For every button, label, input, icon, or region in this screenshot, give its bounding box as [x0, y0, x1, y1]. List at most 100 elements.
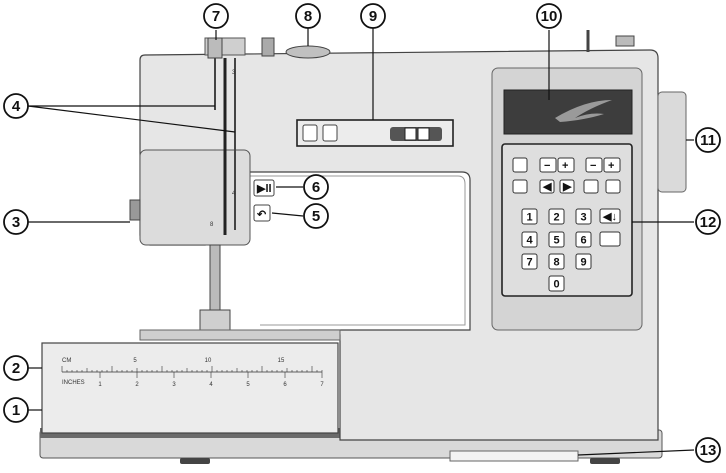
- callout-5: 5: [303, 203, 329, 229]
- right-arrow-icon: ▶: [562, 181, 572, 193]
- spool-right: [615, 35, 635, 47]
- callout-label-4: 4: [12, 98, 21, 115]
- thread-cutter: [129, 199, 141, 221]
- digit-key-label-2: 2: [553, 212, 559, 224]
- thread-mark-3: 3: [232, 70, 236, 76]
- left-arrow-icon: ◀: [542, 181, 552, 193]
- right-arrow-button[interactable]: [559, 179, 575, 194]
- arm-opening-outline: [250, 175, 466, 326]
- callout-label-11: 11: [700, 132, 716, 149]
- digit-key-label-4: 4: [526, 235, 533, 247]
- ruler-inch-label: INCHES: [62, 380, 85, 386]
- ruler-inch-tick-label: 7: [320, 382, 324, 388]
- callout-label-2: 2: [12, 360, 20, 377]
- extension-table: [41, 342, 339, 434]
- digit-key-5[interactable]: [548, 231, 565, 248]
- save-button[interactable]: [512, 179, 528, 194]
- foot-right: [590, 458, 620, 464]
- accessory-slot: [449, 450, 579, 462]
- start-stop-button[interactable]: [253, 179, 275, 197]
- width-minus-label: −: [544, 160, 550, 172]
- callout-7: 7: [203, 3, 229, 29]
- digit-key-2[interactable]: [548, 208, 565, 225]
- digit-key-0[interactable]: [548, 275, 565, 292]
- speed-slider-knob-2[interactable]: [417, 127, 430, 141]
- callout-12: 12: [695, 209, 721, 235]
- start-stop-icon: ▶ll: [256, 183, 272, 195]
- callout-label-3: 3: [12, 214, 20, 231]
- width-plus-button[interactable]: [557, 157, 575, 173]
- callout-label-1: 1: [12, 402, 20, 419]
- needle-head-face: [139, 149, 251, 246]
- callout-leaders: [27, 28, 695, 456]
- digit-key-1[interactable]: [521, 208, 538, 225]
- strip-button-2[interactable]: [322, 124, 338, 142]
- digit-key-3[interactable]: [575, 208, 592, 225]
- width-minus-button[interactable]: [539, 157, 557, 173]
- reverse-button[interactable]: [253, 204, 271, 222]
- length-minus-button[interactable]: [585, 157, 603, 173]
- mirror-button[interactable]: [583, 179, 599, 194]
- ruler-inch-ticks: 1 2 3 4 5 6 7: [98, 372, 324, 388]
- digit-key-label-7: 7: [526, 257, 532, 269]
- callout-label-7: 7: [212, 8, 220, 25]
- needle-bar: [209, 244, 221, 316]
- foot-left: [180, 458, 210, 464]
- mode-button[interactable]: [512, 157, 528, 173]
- callout-11: 11: [695, 127, 721, 153]
- ruler-cm-tick-label: 10: [205, 358, 212, 364]
- callout-1: 1: [3, 397, 29, 423]
- width-plus-label: +: [562, 160, 568, 172]
- length-plus-button[interactable]: [603, 157, 621, 173]
- ruler-inch-tick-label: 2: [135, 382, 139, 388]
- callout-label-13: 13: [700, 442, 717, 459]
- callout-9: 9: [360, 3, 386, 29]
- digit-key-label-3: 3: [580, 212, 586, 224]
- ruler-cm-tick-label: 5: [133, 358, 137, 364]
- callout-label-12: 12: [700, 214, 717, 231]
- callout-label-10: 10: [541, 8, 558, 25]
- ruler-inch-tick-label: 3: [172, 382, 176, 388]
- thread-mark-4: 4: [232, 191, 236, 197]
- callout-4: 4: [3, 93, 29, 119]
- spool-pin-2: [261, 37, 275, 57]
- length-minus-label: −: [590, 160, 596, 172]
- digit-key-label-0: 0: [553, 279, 559, 291]
- callout-label-5: 5: [312, 208, 320, 225]
- strip-button-1[interactable]: [302, 124, 318, 142]
- ruler-inch-tick-label: 1: [98, 382, 102, 388]
- digit-key-7[interactable]: [521, 253, 538, 270]
- handwheel-housing: [657, 91, 687, 193]
- speed-slider-knob-1[interactable]: [404, 127, 417, 141]
- digit-key-8[interactable]: [548, 253, 565, 270]
- digit-key-label-9: 9: [580, 257, 586, 269]
- digit-key-label-6: 6: [580, 235, 586, 247]
- left-arrow-button[interactable]: [539, 179, 555, 194]
- callout-10: 10: [536, 3, 562, 29]
- callout-13: 13: [695, 437, 721, 463]
- needle-updown-button[interactable]: [599, 231, 621, 247]
- callout-label-6: 6: [312, 179, 320, 196]
- callout-3: 3: [3, 209, 29, 235]
- ruler-inch-tick-label: 4: [209, 382, 213, 388]
- presser-foot: [199, 309, 231, 331]
- ruler-cm-label: CM: [62, 358, 71, 364]
- ruler-inch-tick-label: 5: [246, 382, 250, 388]
- digit-key-6[interactable]: [575, 231, 592, 248]
- digit-key-9[interactable]: [575, 253, 592, 270]
- needle-position-button[interactable]: [599, 208, 621, 224]
- delete-button[interactable]: [605, 179, 621, 194]
- display-logo: [555, 100, 612, 122]
- callout-2: 2: [3, 355, 29, 381]
- spool-pin-7: [207, 37, 223, 59]
- digit-key-4[interactable]: [521, 231, 538, 248]
- length-plus-label: +: [608, 160, 614, 172]
- callout-label-8: 8: [304, 8, 312, 25]
- thread-mark-8: 8: [210, 222, 214, 228]
- ruler-inch-tick-label: 6: [283, 382, 287, 388]
- tension-dial: [285, 45, 331, 59]
